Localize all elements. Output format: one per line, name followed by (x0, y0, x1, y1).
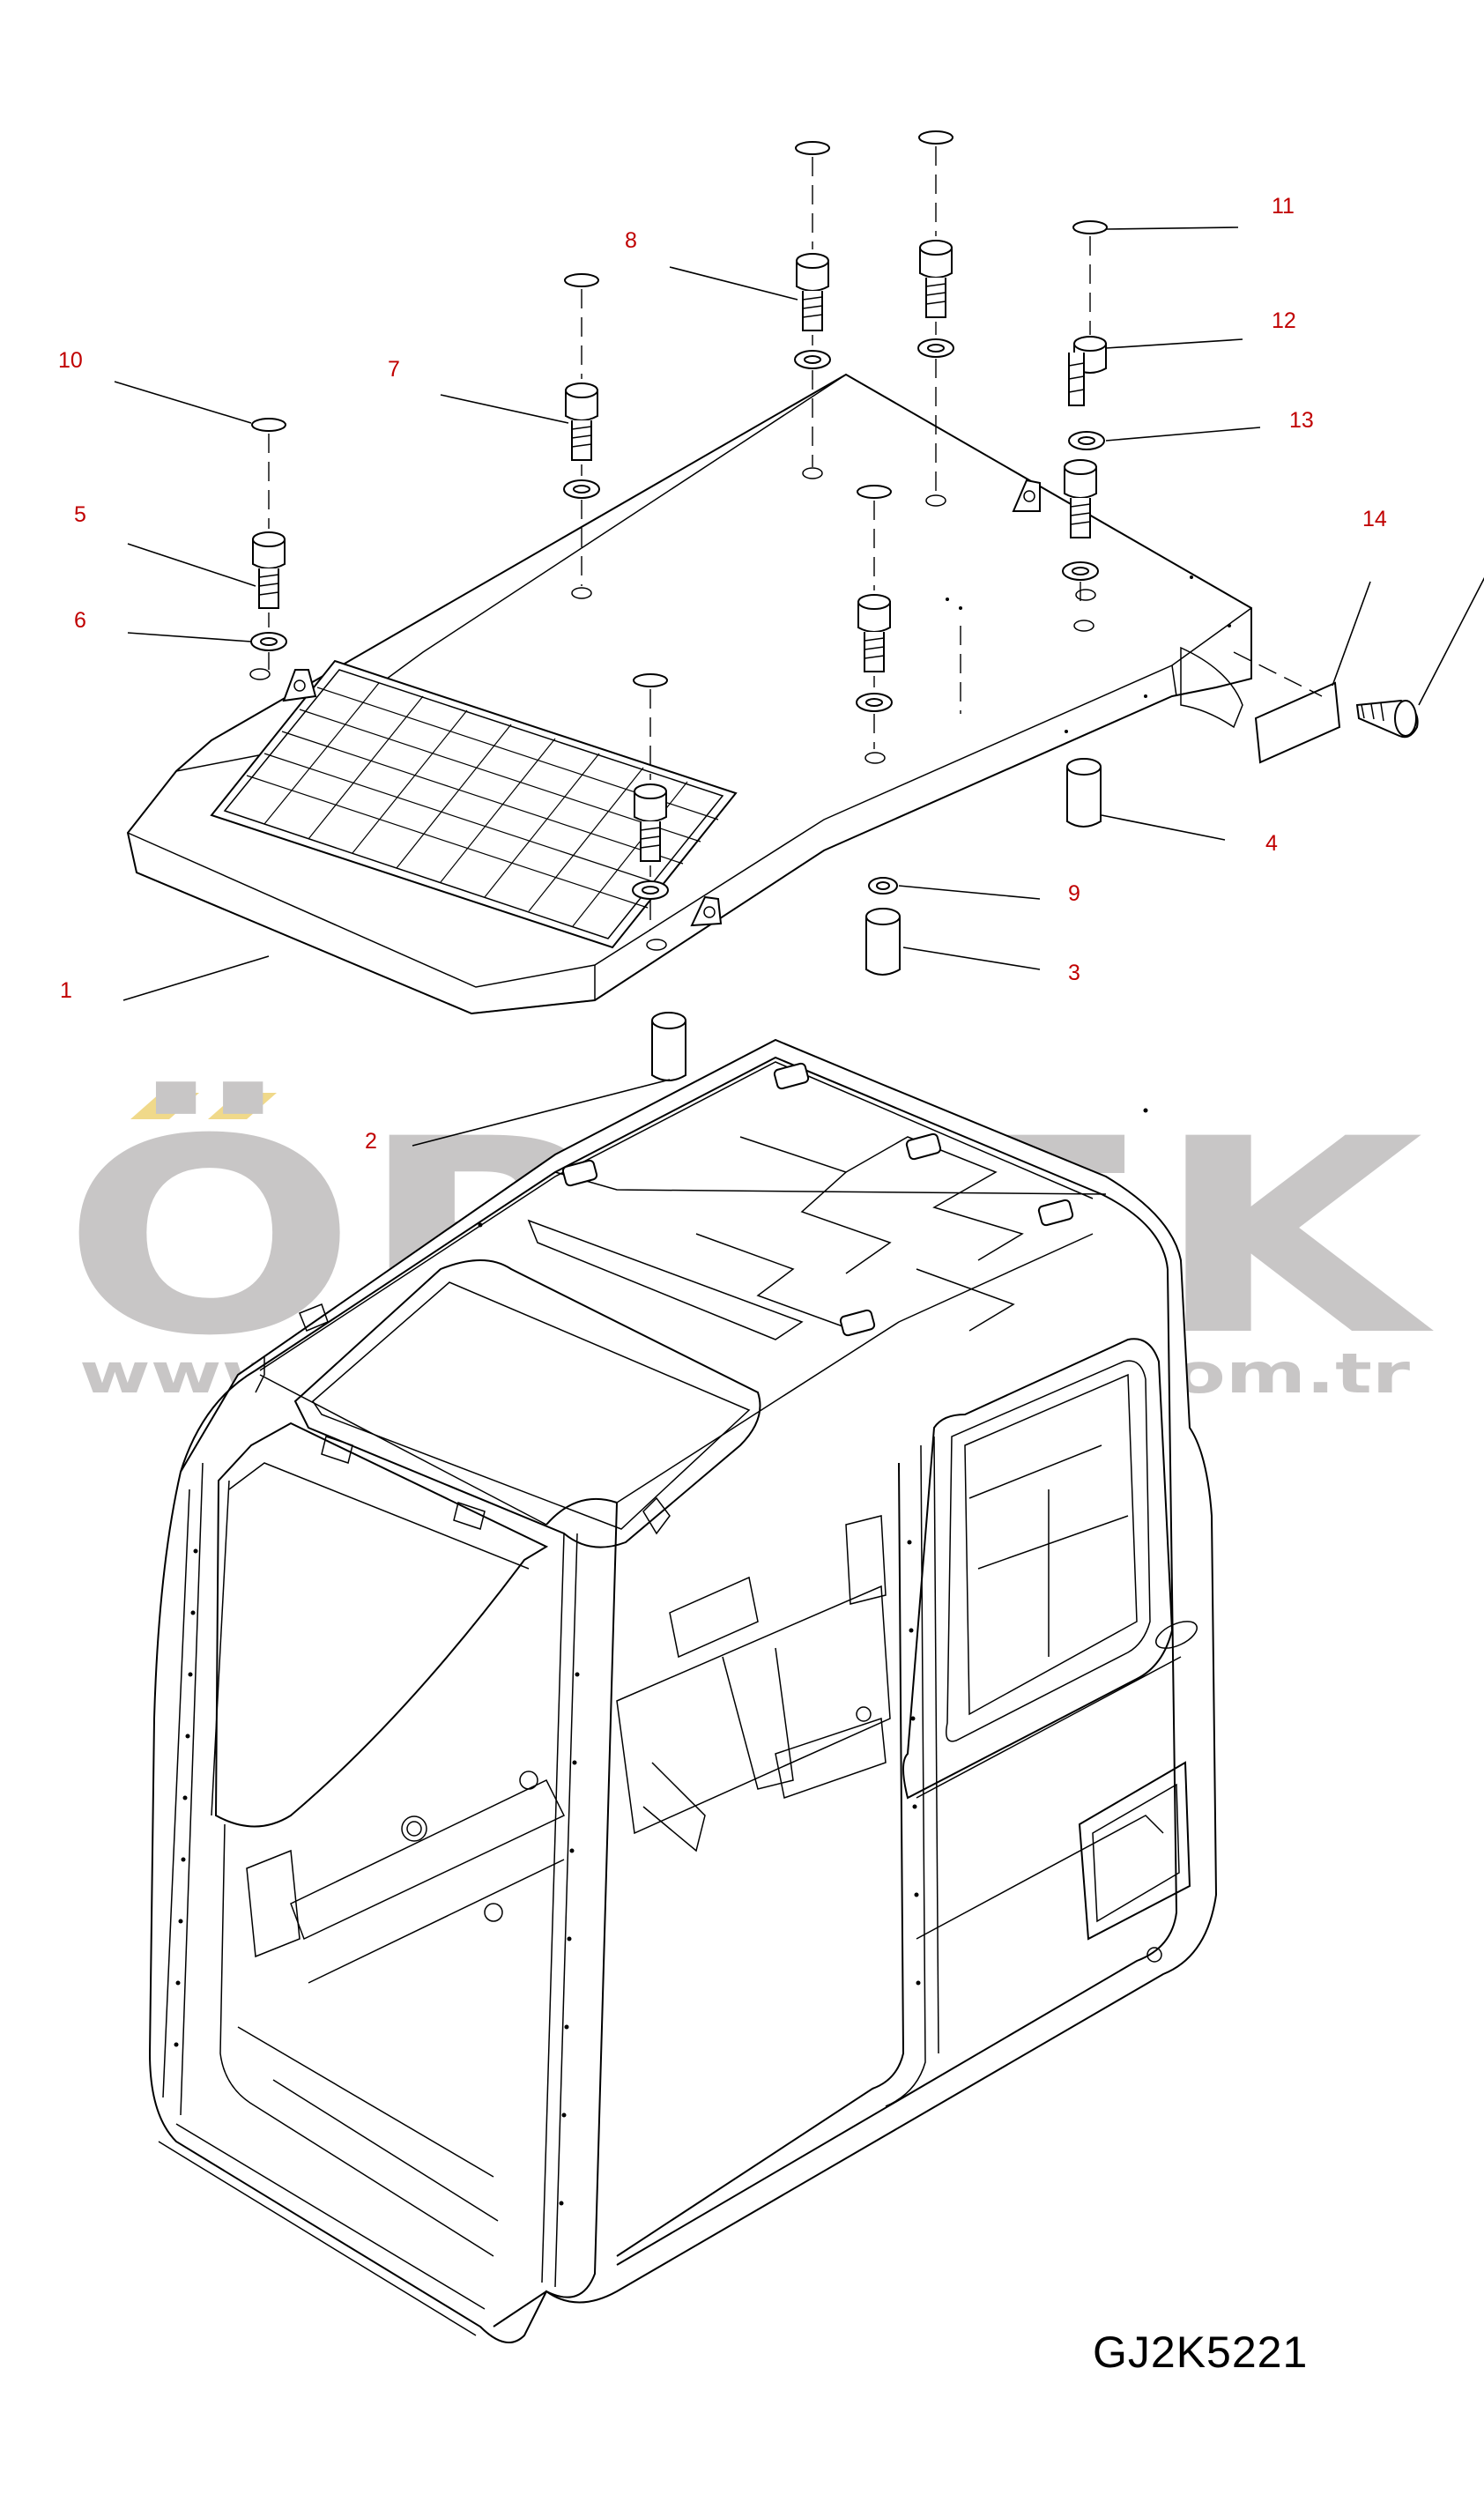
drawing-code: GJ2K5221 (1093, 2328, 1309, 2377)
fasteners (250, 130, 1419, 930)
callout-9: 9 (1068, 881, 1080, 906)
callout-13: 13 (1289, 408, 1314, 433)
roof-panel (126, 373, 1252, 1015)
callout-14: 14 (1362, 507, 1387, 531)
callout-6: 6 (74, 608, 86, 633)
cab-frame (148, 1038, 1218, 2343)
callout-5: 5 (74, 502, 86, 527)
callout-labels: 1 2 3 4 5 6 7 8 9 10 11 12 13 14 (58, 194, 1387, 1154)
callout-1: 1 (60, 978, 72, 1003)
callout-2: 2 (365, 1129, 377, 1154)
watermark-accent-left (130, 1093, 199, 1119)
callout-3: 3 (1068, 961, 1080, 985)
callout-4: 4 (1265, 831, 1278, 856)
watermark-accent-right (208, 1093, 277, 1119)
callout-11: 11 (1272, 194, 1295, 219)
callout-12: 12 (1272, 308, 1296, 333)
callout-8: 8 (625, 228, 637, 253)
callout-10: 10 (58, 348, 83, 373)
leader-lines (114, 226, 1484, 1147)
spacers (651, 758, 1102, 1081)
callout-7: 7 (388, 357, 400, 382)
